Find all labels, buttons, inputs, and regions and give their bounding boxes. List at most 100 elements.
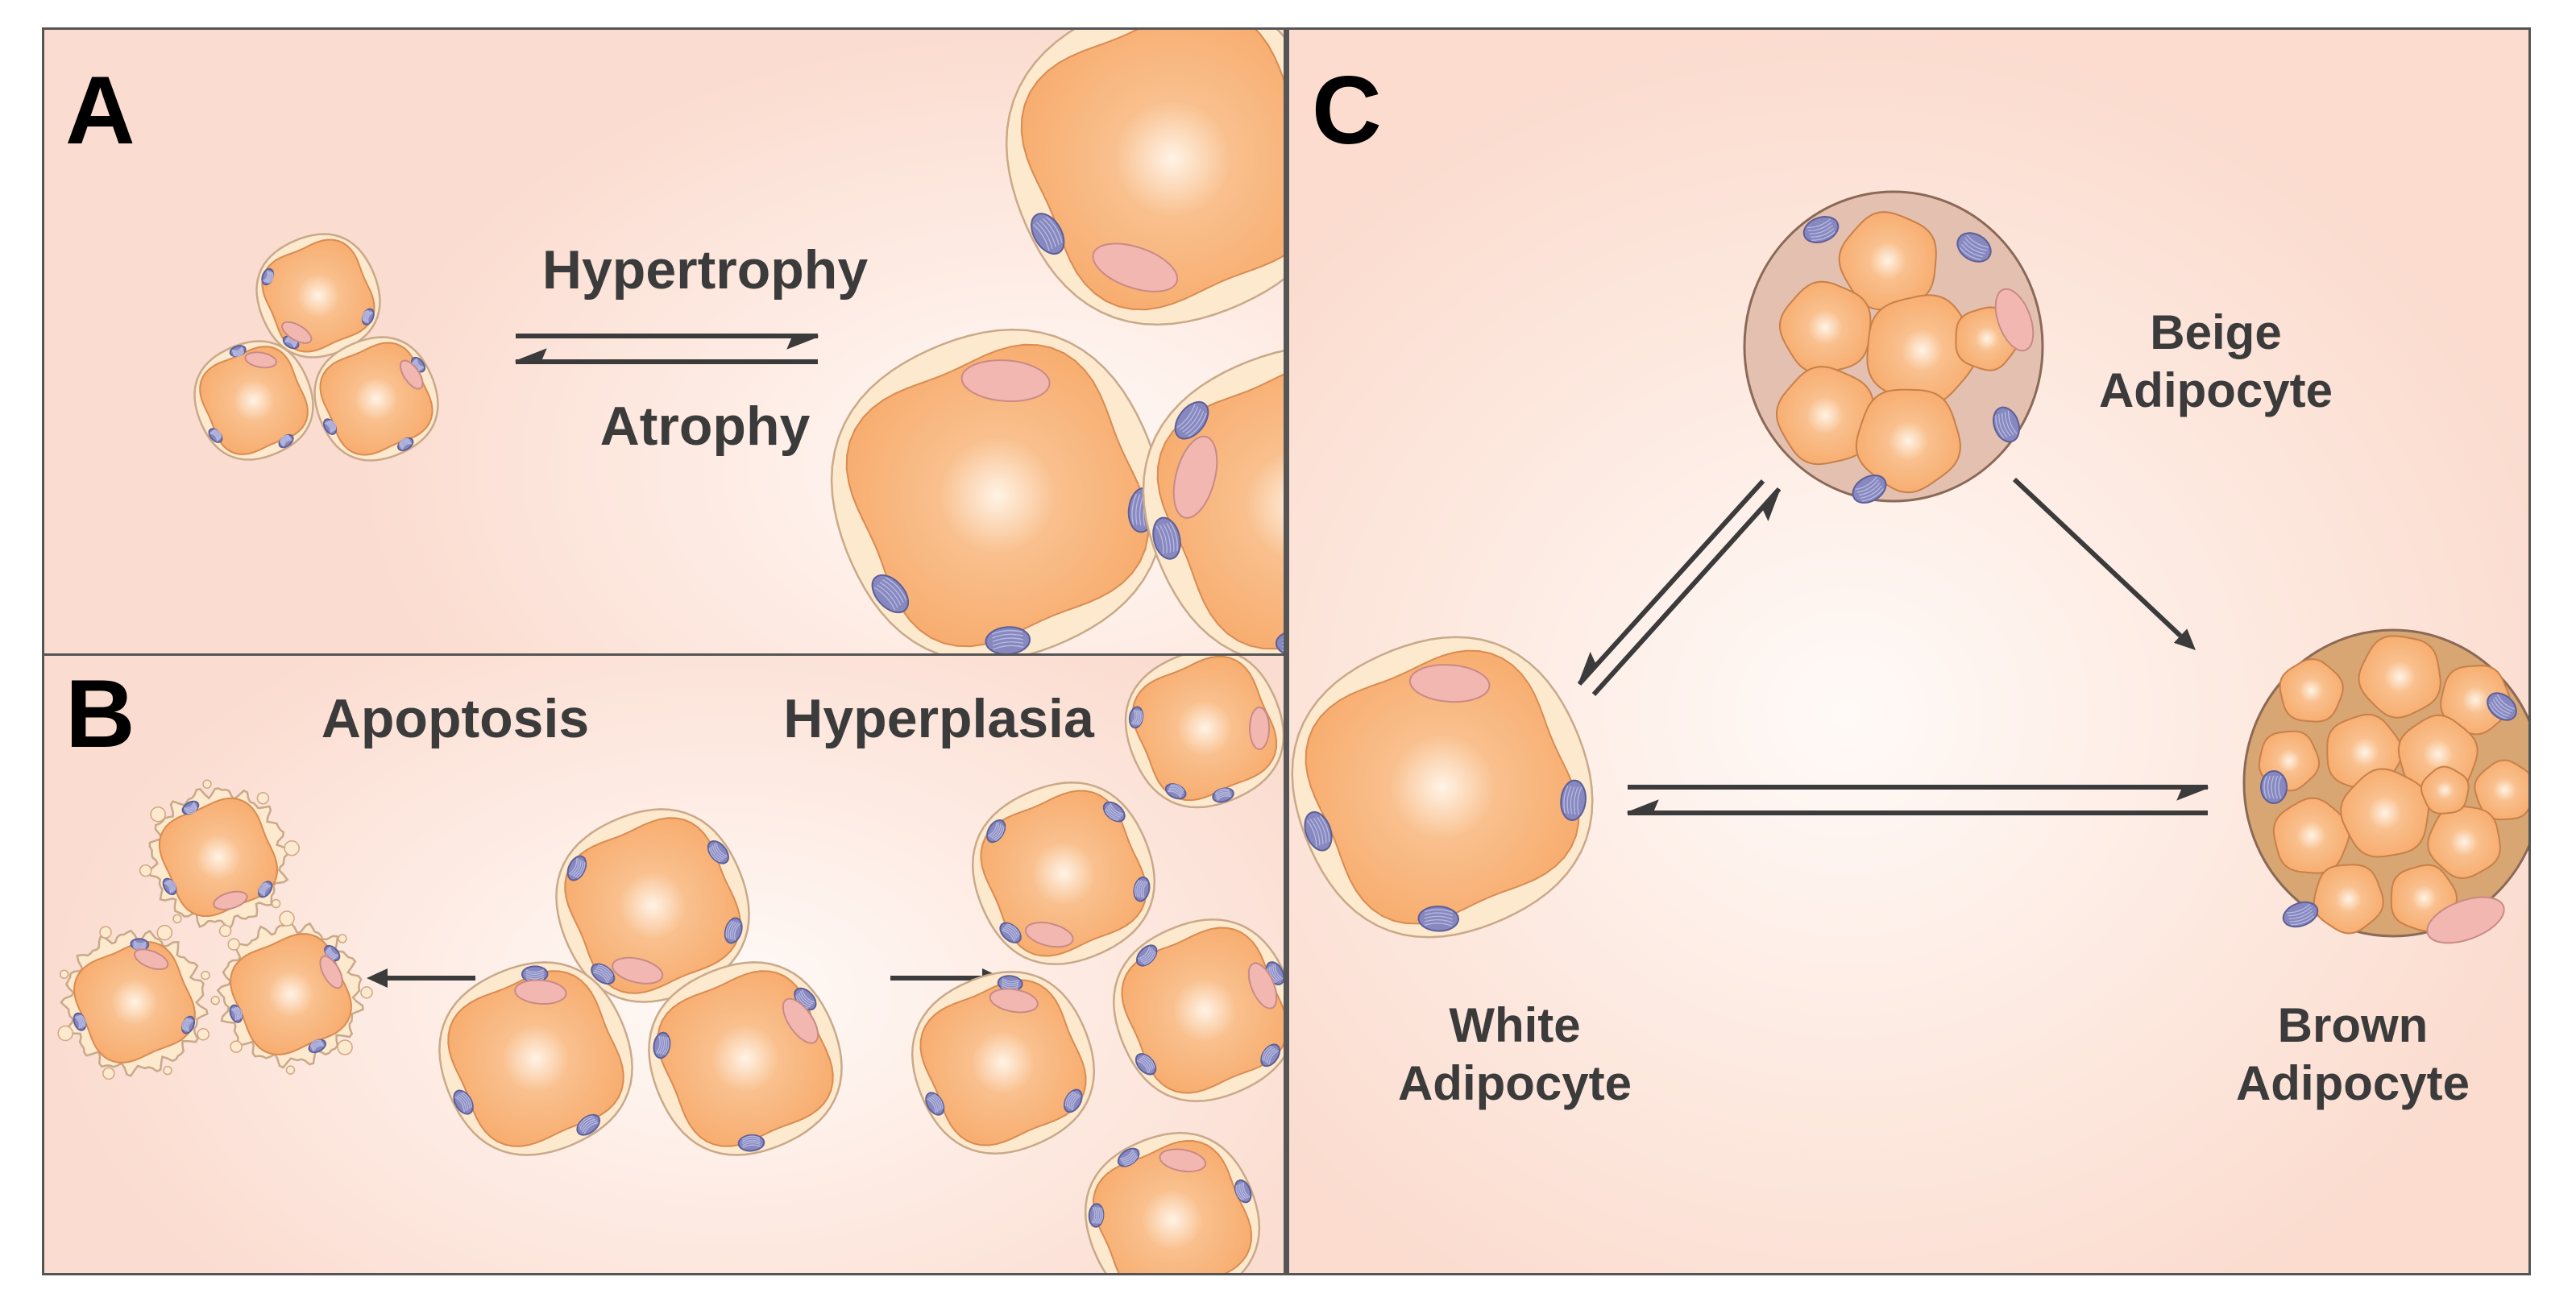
apoptotic-body	[57, 1025, 73, 1042]
beige-adipocyte	[1743, 190, 2044, 504]
nucleus	[181, 800, 200, 815]
lipid-droplet	[73, 941, 196, 1063]
organelle	[213, 890, 248, 910]
apoptotic-body	[285, 1065, 296, 1075]
nucleus	[397, 437, 414, 452]
organelle	[134, 948, 169, 971]
panel-a-drawing	[193, 30, 1284, 653]
small-adipocyte	[193, 340, 314, 461]
nucleus	[324, 944, 341, 962]
nucleus	[2260, 770, 2288, 804]
nucleus	[323, 418, 337, 435]
apoptotic-body	[201, 970, 210, 981]
apoptotic-body	[230, 1040, 243, 1053]
nucleus	[997, 975, 1023, 992]
nucleus	[985, 626, 1031, 653]
apoptotic-body	[360, 986, 373, 999]
apoptotic-body	[218, 924, 232, 938]
nucleus	[1234, 1179, 1252, 1204]
nucleus	[453, 1089, 474, 1115]
apoptotic-body	[210, 995, 220, 1005]
lipid-droplet	[2279, 658, 2344, 723]
organelle	[1024, 922, 1074, 948]
nucleus	[521, 965, 549, 983]
organelle	[612, 956, 664, 985]
nucleus	[1304, 811, 1333, 852]
lipid-droplet	[2474, 759, 2528, 821]
lipid-droplet	[2340, 768, 2430, 858]
nucleus	[181, 1015, 196, 1034]
nucleus	[1174, 400, 1209, 440]
panel-b-letter: B	[65, 660, 135, 768]
white-to-beige-arrow	[1591, 487, 1782, 697]
panel-b-drawing	[57, 656, 1284, 1273]
organelle	[319, 955, 343, 989]
brown-adipocyte	[2242, 628, 2528, 944]
white-label-line-2: Adipocyte	[1397, 1056, 1632, 1110]
brown-to-white-arrow	[1627, 799, 2208, 815]
beige-to-white-arrow	[1577, 479, 1765, 686]
nucleus	[130, 938, 150, 951]
lipid-droplet	[1305, 649, 1580, 925]
panel-c: C Beige Adipocyte White Adipocyte Brown …	[1286, 27, 2531, 1275]
lipid-droplet	[2440, 665, 2512, 736]
organelle	[1092, 243, 1179, 292]
nucleus	[1135, 944, 1158, 967]
nucleus	[1993, 406, 2020, 443]
apoptotic-adipocyte	[57, 924, 210, 1080]
apoptotic-body	[279, 910, 295, 927]
hyperplasia-label: Hyperplasia	[783, 688, 1094, 749]
organelle	[1408, 664, 1491, 703]
apoptosis-label: Apoptosis	[321, 688, 590, 749]
organelle	[960, 359, 1051, 402]
lipid-droplet	[919, 979, 1087, 1146]
nucleus	[1560, 779, 1587, 821]
brown-label-line-2: Adipocyte	[2235, 1056, 2470, 1110]
large-adipocyte	[830, 328, 1165, 653]
nucleus	[361, 308, 375, 325]
nucleus	[1852, 474, 1887, 504]
organelle	[244, 351, 277, 369]
organelle	[782, 997, 819, 1044]
nucleus	[1956, 232, 1992, 263]
apoptotic-body	[99, 926, 112, 939]
nucleus	[208, 428, 223, 443]
small-adipocyte	[313, 336, 439, 462]
beige-to-brown-arrow	[2012, 477, 2196, 650]
lipid-droplet	[2427, 805, 2501, 880]
apoptotic-body	[102, 1067, 115, 1080]
nucleus	[871, 574, 910, 614]
panel-a-letter: A	[65, 56, 135, 164]
nucleus	[1102, 801, 1126, 823]
organelle	[2426, 896, 2505, 944]
nucleus	[73, 1012, 87, 1031]
white-adipocyte	[1291, 636, 1594, 939]
organelle	[989, 988, 1039, 1014]
apoptotic-body	[256, 792, 270, 805]
adipocyte	[971, 781, 1156, 966]
organelle	[1247, 962, 1278, 1010]
apoptotic-body	[227, 938, 240, 951]
nucleus	[229, 1004, 243, 1023]
organelle	[514, 979, 567, 1005]
adipocyte	[648, 961, 843, 1156]
small-adipocyte	[255, 233, 381, 359]
nucleus	[1135, 1053, 1157, 1076]
nucleus	[2282, 901, 2319, 928]
atrophy-label: Atrophy	[599, 396, 811, 457]
adipocyte	[911, 970, 1096, 1155]
lipid-droplet	[199, 346, 309, 455]
nucleus	[1275, 629, 1284, 653]
apoptotic-body	[197, 1028, 209, 1041]
nucleus	[229, 345, 247, 358]
nucleus	[1260, 1043, 1280, 1068]
organelle	[281, 321, 313, 344]
nucleus	[1133, 876, 1151, 902]
panel-a: A Hypertrophy Atrophy	[42, 27, 1286, 656]
lipid-droplet	[1121, 927, 1284, 1094]
lipid-droplet	[1855, 388, 1961, 494]
nucleus	[1063, 1088, 1083, 1113]
nucleus	[261, 267, 275, 286]
nucleus	[162, 877, 177, 896]
atrophy-arrow	[515, 348, 818, 364]
